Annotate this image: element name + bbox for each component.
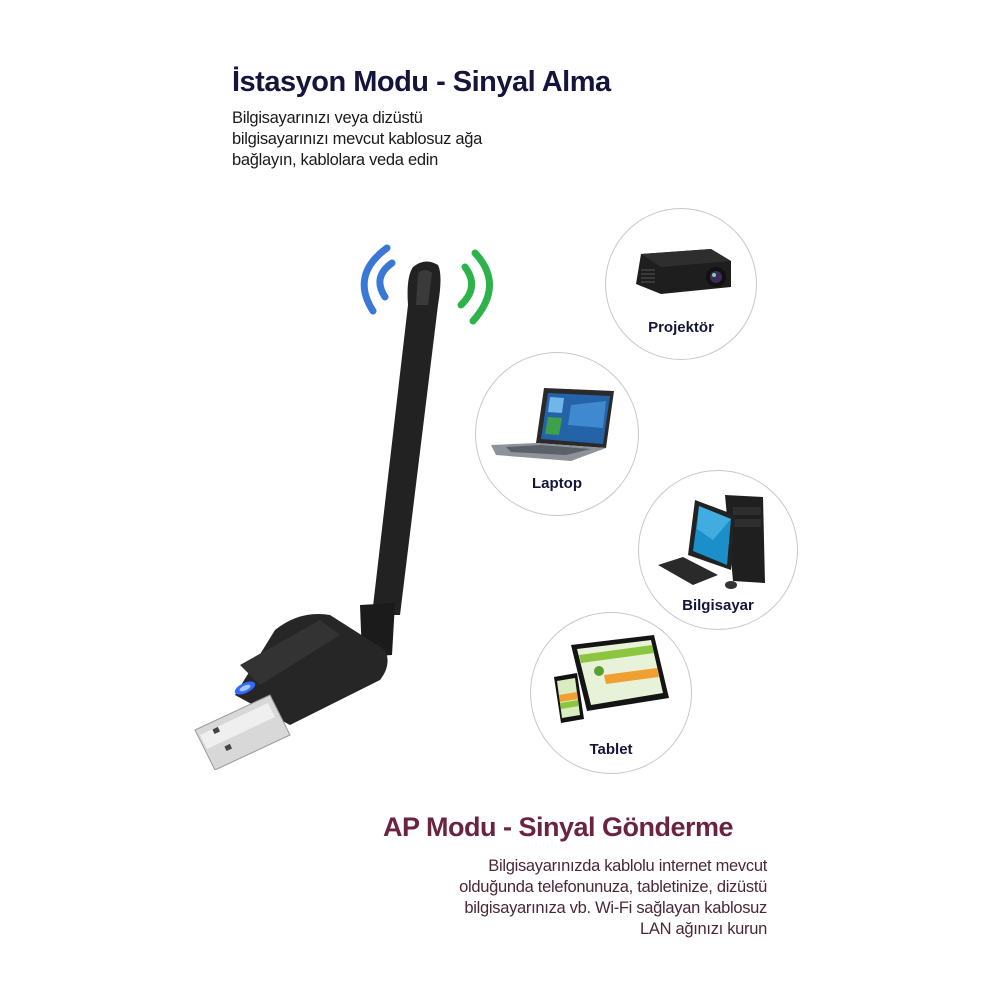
ap-mode-description: Bilgisayarınızda kablolu internet mevcut… (459, 856, 767, 940)
desktop-computer-icon (658, 495, 765, 589)
device-label: Tablet (589, 741, 633, 758)
device-label: Laptop (532, 475, 582, 492)
station-mode-description-line: Bilgisayarınızı veya dizüstü (232, 109, 423, 127)
device-card-laptop: Laptop (475, 352, 639, 516)
device-label: Bilgisayar (682, 597, 754, 614)
ap-mode-description-line: LAN ağınızı kurun (640, 920, 767, 938)
station-mode-description: Bilgisayarınızı veya dizüstü bilgisayarı… (232, 108, 482, 171)
projector-icon (636, 249, 731, 294)
signal-waves-left-icon (360, 244, 396, 315)
tablet-icon (554, 635, 669, 723)
usb-wifi-adapter-icon (194, 244, 493, 770)
laptop-icon (491, 388, 614, 461)
device-label: Projektör (648, 319, 714, 336)
signal-waves-right-icon (457, 249, 493, 325)
device-card-projector: Projektör (605, 208, 757, 360)
ap-mode-title: AP Modu - Sinyal Gönderme (383, 812, 734, 842)
station-mode-title: İstasyon Modu - Sinyal Alma (232, 66, 611, 98)
device-card-computer: Bilgisayar (638, 470, 798, 630)
ap-mode-description-line: bilgisayarınıza vb. Wi-Fi sağlayan kablo… (464, 899, 767, 917)
ap-mode-description-line: olduğunda telefonunuza, tabletinize, diz… (459, 878, 767, 896)
ap-mode-description-line: Bilgisayarınızda kablolu internet mevcut (488, 857, 767, 875)
station-mode-description-line: bağlayın, kablolara veda edin (232, 151, 438, 169)
station-mode-description-line: bilgisayarınızı mevcut kablosuz ağa (232, 130, 482, 148)
device-card-tablet: Tablet (530, 612, 692, 774)
